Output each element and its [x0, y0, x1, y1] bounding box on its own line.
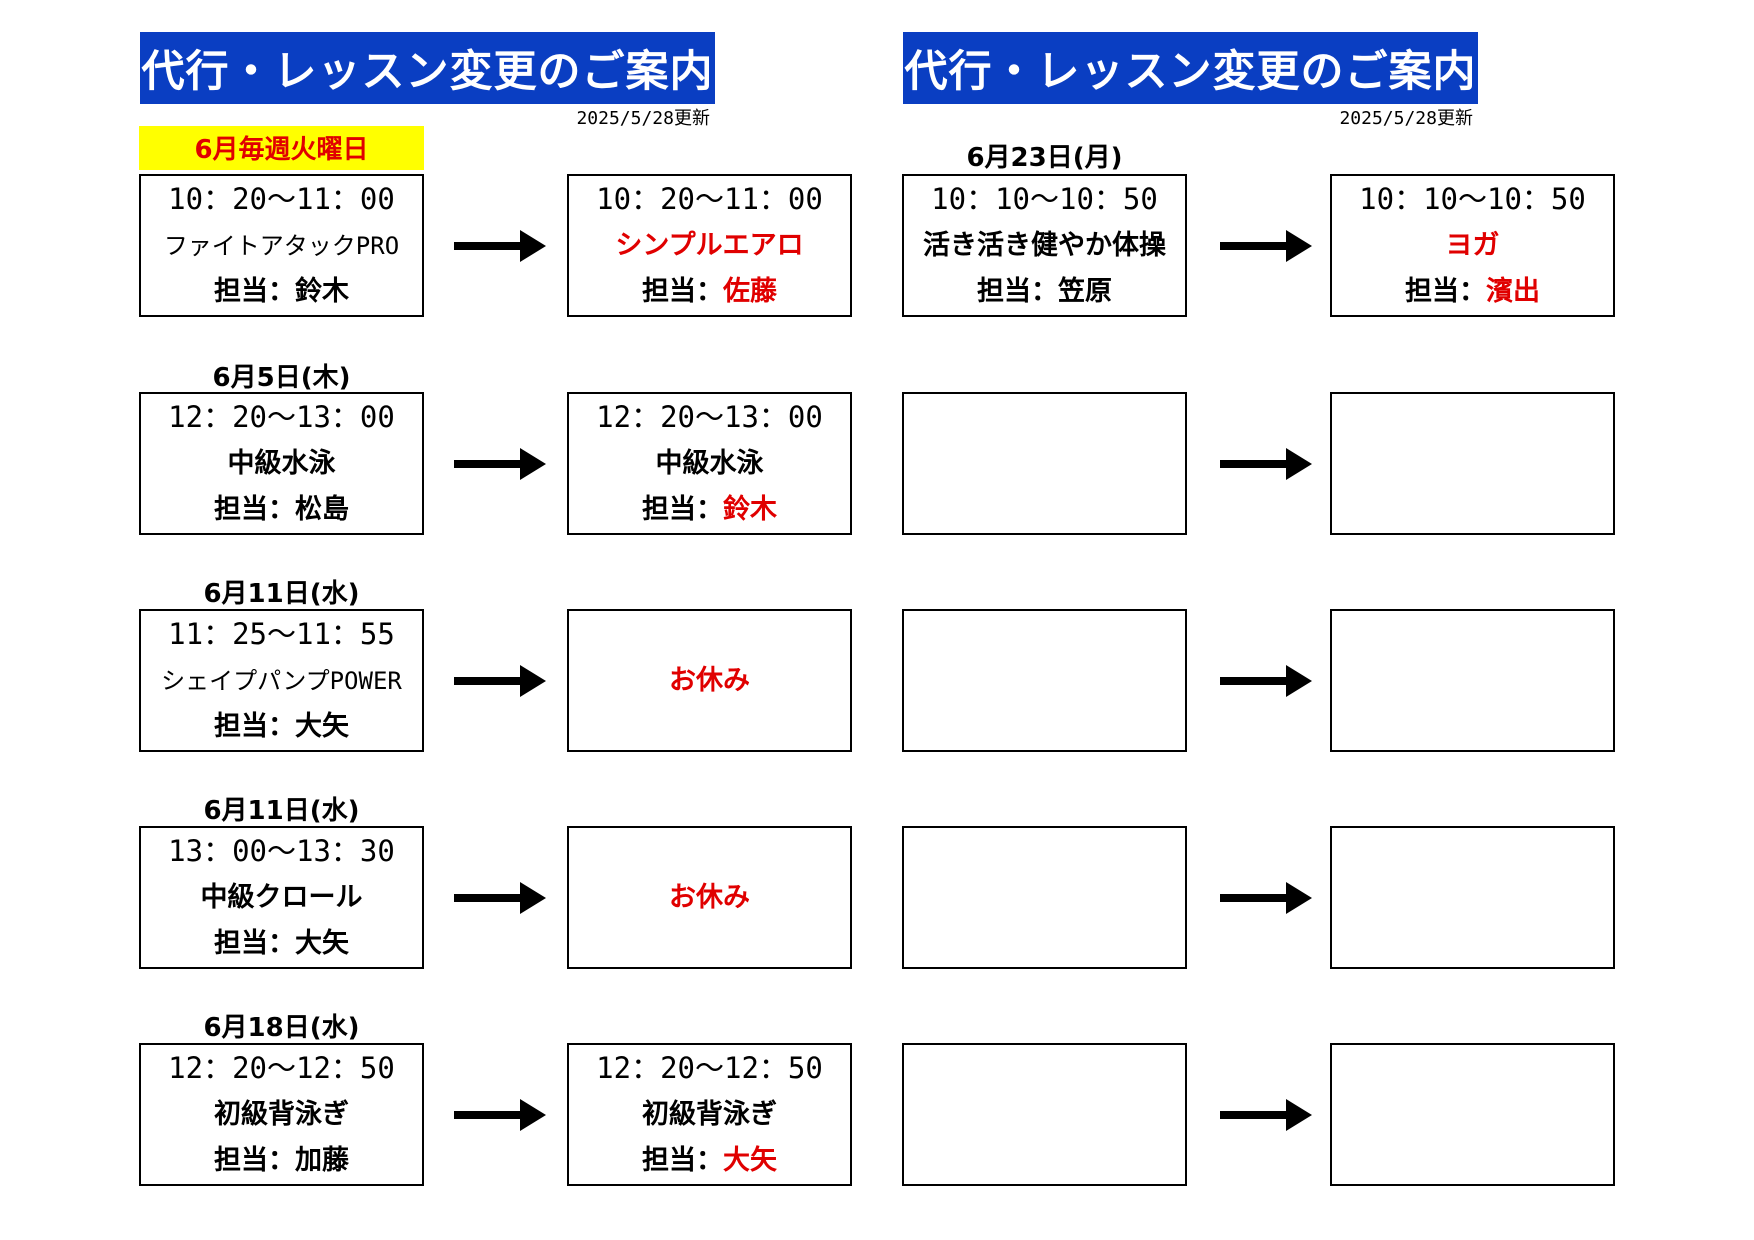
- lesson-name: 初級背泳ぎ: [642, 1098, 777, 1130]
- changed-lesson-card: 10：10～10：50 ヨガ 担当：濱出: [1330, 174, 1615, 317]
- empty-lesson-card: [902, 392, 1187, 535]
- right-arrow-icon: [454, 228, 546, 264]
- cancelled-status: お休み: [669, 881, 750, 913]
- lesson-time: 10：10～10：50: [1359, 182, 1586, 216]
- right-arrow-icon: [1220, 1097, 1312, 1133]
- empty-lesson-card: [1330, 1043, 1615, 1186]
- lesson-time: 10：20～11：00: [168, 182, 395, 216]
- schedule-date: 6月5日(木): [212, 363, 351, 393]
- lesson-name: シンプルエアロ: [615, 229, 804, 261]
- changed-lesson-card: お休み: [567, 609, 852, 752]
- empty-lesson-card: [1330, 392, 1615, 535]
- original-lesson-card: 12：20～12：50 初級背泳ぎ 担当：加藤: [139, 1043, 424, 1186]
- lesson-name: 中級水泳: [227, 447, 336, 479]
- lesson-time: 10：20～11：00: [596, 182, 823, 216]
- lesson-time: 12：20～12：50: [596, 1051, 823, 1085]
- lesson-time: 12：20～13：00: [168, 400, 395, 434]
- right-arrow-icon: [454, 446, 546, 482]
- schedule-date-highlight: 6月毎週火曜日: [139, 126, 424, 170]
- original-lesson-card: 10：10～10：50 活き活き健やか体操 担当：笠原: [902, 174, 1187, 317]
- right-arrow-icon: [1220, 446, 1312, 482]
- lesson-name: 初級背泳ぎ: [214, 1098, 349, 1130]
- right-arrow-icon: [454, 663, 546, 699]
- original-lesson-card: 13：00～13：30 中級クロール 担当：大矢: [139, 826, 424, 969]
- right-arrow-icon: [1220, 663, 1312, 699]
- lesson-name: シェイプパンプPOWER: [161, 666, 402, 695]
- lesson-name: 活き活き健やか体操: [923, 229, 1166, 261]
- left-notice-title: ●代行・レッスン変更のご案内●: [103, 32, 751, 104]
- lesson-time: 10：10～10：50: [931, 182, 1158, 216]
- right-arrow-icon: [1220, 228, 1312, 264]
- changed-lesson-card: 10：20～11：00 シンプルエアロ 担当：佐藤: [567, 174, 852, 317]
- schedule-date: 6月11日(水): [203, 796, 360, 826]
- original-lesson-card: 10：20～11：00 ファイトアタックPRO 担当：鈴木: [139, 174, 424, 317]
- original-lesson-card: 11：25～11：55 シェイプパンプPOWER 担当：大矢: [139, 609, 424, 752]
- right-notice-title: ●代行・レッスン変更のご案内●: [866, 32, 1514, 104]
- left-updated-date: 2025/5/28更新: [576, 108, 710, 129]
- empty-lesson-card: [902, 826, 1187, 969]
- lesson-time: 11：25～11：55: [168, 617, 395, 651]
- lesson-instructor: 担当：大矢: [214, 711, 349, 742]
- changed-lesson-card: 12：20～12：50 初級背泳ぎ 担当：大矢: [567, 1043, 852, 1186]
- lesson-instructor: 担当：大矢: [214, 928, 349, 959]
- empty-lesson-card: [1330, 609, 1615, 752]
- right-arrow-icon: [454, 880, 546, 916]
- schedule-date: 6月23日(月): [966, 143, 1123, 173]
- lesson-instructor: 担当：佐藤: [642, 276, 777, 307]
- lesson-instructor: 担当：笠原: [977, 276, 1112, 307]
- lesson-name: 中級クロール: [200, 881, 363, 913]
- schedule-date: 6月18日(水): [203, 1013, 360, 1043]
- empty-lesson-card: [1330, 826, 1615, 969]
- changed-lesson-card: お休み: [567, 826, 852, 969]
- lesson-instructor: 担当：大矢: [642, 1145, 777, 1176]
- right-updated-date: 2025/5/28更新: [1339, 108, 1473, 129]
- right-arrow-icon: [454, 1097, 546, 1133]
- lesson-instructor: 担当：加藤: [214, 1145, 349, 1176]
- lesson-name: ヨガ: [1445, 229, 1500, 261]
- lesson-instructor: 担当：松島: [214, 494, 349, 525]
- cancelled-status: お休み: [669, 664, 750, 696]
- empty-lesson-card: [902, 609, 1187, 752]
- right-arrow-icon: [1220, 880, 1312, 916]
- lesson-time: 12：20～12：50: [168, 1051, 395, 1085]
- empty-lesson-card: [902, 1043, 1187, 1186]
- lesson-instructor: 担当：濱出: [1405, 276, 1540, 307]
- lesson-time: 13：00～13：30: [168, 834, 395, 868]
- lesson-name: 中級水泳: [655, 447, 764, 479]
- original-lesson-card: 12：20～13：00 中級水泳 担当：松島: [139, 392, 424, 535]
- lesson-name: ファイトアタックPRO: [163, 231, 400, 260]
- lesson-instructor: 担当：鈴木: [642, 494, 777, 525]
- changed-lesson-card: 12：20～13：00 中級水泳 担当：鈴木: [567, 392, 852, 535]
- schedule-date: 6月11日(水): [203, 579, 360, 609]
- lesson-time: 12：20～13：00: [596, 400, 823, 434]
- lesson-instructor: 担当：鈴木: [214, 276, 349, 307]
